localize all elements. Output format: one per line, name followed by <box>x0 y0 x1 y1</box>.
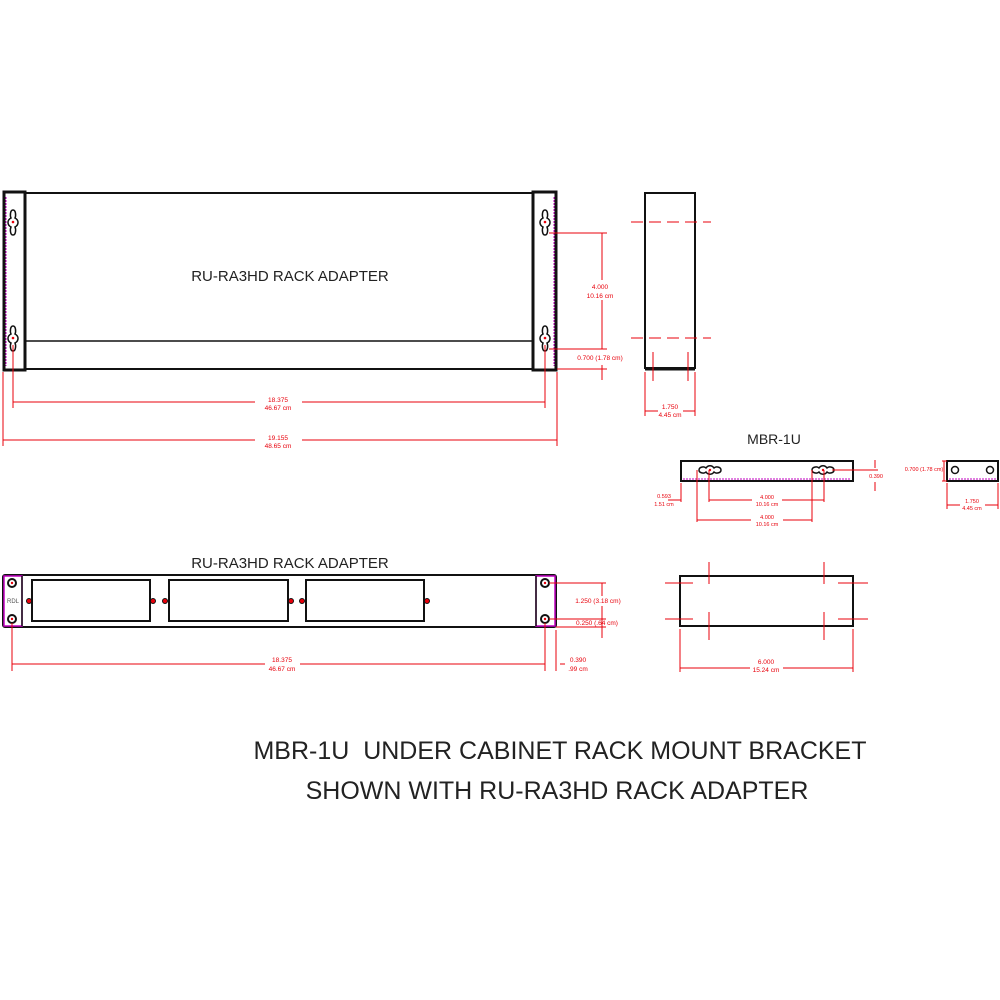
drawing-title-line-1: MBR-1U UNDER CABINET RACK MOUNT BRACKET <box>253 737 866 765</box>
rack-dim-ear-in: 0.390 <box>570 657 587 664</box>
bracket-dim-edge-in: 0.593 <box>657 494 671 500</box>
bracket-label: MBR-1U <box>747 431 801 447</box>
dim-vertical-in: 4.000 <box>592 284 609 291</box>
keyhole-slot-icon <box>698 465 722 475</box>
hole-icon <box>985 465 995 475</box>
keyhole-icon <box>7 209 19 236</box>
dim-bottom-offset: 0.700 (1.78 cm) <box>577 355 623 362</box>
screw-dots <box>26 598 430 604</box>
bracket-front-view: MBR-1U 0.593 1.51 cm 4.000 10.16 cm 4.00… <box>654 431 883 528</box>
dim-overall-width-in: 19.155 <box>268 435 288 442</box>
bracket-dim-height: 0.390 <box>869 474 883 480</box>
rdl-logo: RDL <box>7 599 20 605</box>
side-dim-depth-in: 1.750 <box>662 404 679 411</box>
bracket-dim-slot-a-in: 4.000 <box>760 495 774 501</box>
bracket-dim-slot-b-in: 4.000 <box>760 515 774 521</box>
keyhole-slot-icon <box>811 465 835 475</box>
bracket-top-dim-length-in: 6.000 <box>758 659 775 666</box>
keyhole-icon <box>539 209 551 236</box>
rack-dim-hole-vertical: 1.250 (3.18 cm) <box>575 598 621 605</box>
front-dim-lines <box>2 232 607 446</box>
rack-dim-spacing-cm: 46.67 cm <box>269 666 296 673</box>
front-view-label: RU-RA3HD RACK ADAPTER <box>191 268 389 285</box>
bracket-dim-edge-cm: 1.51 cm <box>654 502 674 508</box>
bracket-side-view: 0.700 (1.78 cm) 1.750 4.45 cm <box>905 460 999 512</box>
left-ear <box>2 190 27 372</box>
hole-icon <box>950 465 960 475</box>
right-ear <box>531 190 558 372</box>
rack-front-label: RU-RA3HD RACK ADAPTER <box>191 555 389 572</box>
rack-dim-spacing-in: 18.375 <box>272 657 292 664</box>
dim-hole-spacing-in: 18.375 <box>268 397 288 404</box>
dim-vertical-cm: 10.16 cm <box>587 293 614 300</box>
front-view-rack-adapter: RU-RA3HD RACK ADAPTER 18.375 46.67 cm 19… <box>2 190 623 450</box>
side-view: 1.750 4.45 cm <box>631 192 711 419</box>
side-dim-depth-cm: 4.45 cm <box>658 412 681 419</box>
rack-dim-hole-edge: 0.250 (.64 cm) <box>576 620 618 627</box>
bracket-side-dim-height: 0.700 (1.78 cm) <box>905 467 944 473</box>
module-window <box>168 579 289 622</box>
bracket-top-view: 6.000 15.24 cm <box>665 562 868 674</box>
bracket-dim-slot-b-cm: 10.16 cm <box>756 522 779 528</box>
dim-hole-spacing-cm: 46.67 cm <box>265 405 292 412</box>
bracket-dim-slot-a-cm: 10.16 cm <box>756 502 779 508</box>
module-window <box>305 579 425 622</box>
bracket-side-dim-depth-cm: 4.45 cm <box>962 506 982 512</box>
rack-dim-ear-cm: .99 cm <box>568 666 588 673</box>
mounting-hole-icons <box>7 578 550 624</box>
module-window <box>31 579 151 622</box>
rack-adapter-front-view: RU-RA3HD RACK ADAPTER RDL 1.250 <box>2 555 621 673</box>
dim-overall-width-cm: 48.65 cm <box>265 443 292 450</box>
drawing-title-line-2: SHOWN WITH RU-RA3HD RACK ADAPTER <box>306 777 809 805</box>
bracket-top-dim-length-cm: 15.24 cm <box>753 667 780 674</box>
bracket-side-dim-depth-in: 1.750 <box>965 499 979 505</box>
